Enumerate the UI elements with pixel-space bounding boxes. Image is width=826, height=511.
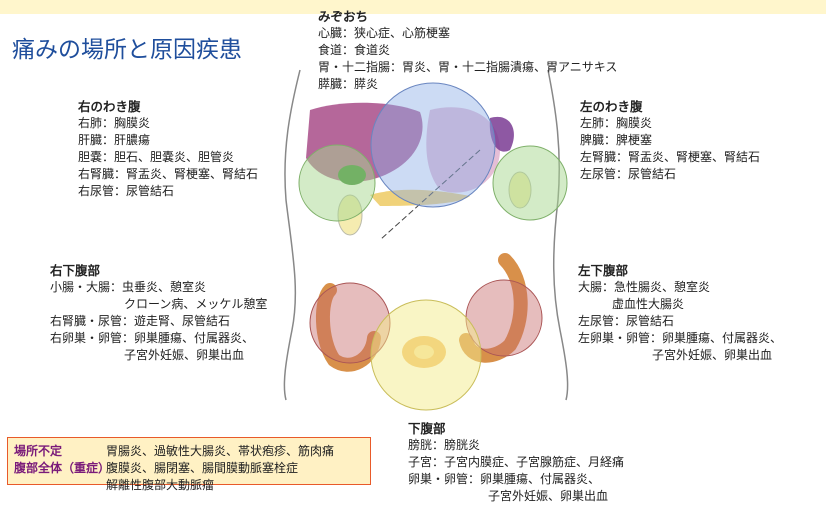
body-outline-left — [283, 69, 301, 401]
region-line: 膵臓：膵炎 — [318, 77, 379, 91]
note-row: 腹部全体（重症） 腹膜炎、腸閉塞、腸間膜動脈塞栓症 — [14, 460, 364, 477]
region-line: 右腎臓・尿管：遊走腎、尿管結石 — [50, 314, 231, 328]
body-outline-right — [547, 69, 569, 401]
region-line: 子宮外妊娠、卵巣出血 — [652, 348, 773, 362]
region-line: 左肺：胸膜炎 — [580, 116, 653, 130]
region-line: 肝臓：肝膿瘍 — [78, 133, 151, 147]
region-heading: 下腹部 — [408, 421, 446, 436]
region-heading: 右のわき腹 — [78, 99, 141, 114]
region-line: 小腸・大腸：虫垂炎、憩室炎 — [50, 280, 207, 294]
region-line: 右腎臓：腎盂炎、腎梗塞、腎結石 — [78, 167, 259, 181]
region-line: 右尿管：尿管結石 — [78, 184, 175, 198]
region-line: 胃・十二指腸：胃炎、胃・十二指腸潰瘍、胃アニサキス — [318, 60, 618, 74]
region-line: 大腸：急性腸炎、憩室炎 — [578, 280, 711, 294]
region-line: 子宮：子宮内膜症、子宮腺筋症、月経痛 — [408, 455, 625, 469]
region-line: 左卵巣・卵管：卵巣腫瘍、付属器炎、 — [578, 331, 783, 345]
page-title: 痛みの場所と原因疾患 — [12, 37, 242, 63]
region-line: 右肺：胸膜炎 — [78, 116, 151, 130]
vessel-dashed-line — [379, 149, 481, 241]
region-line: 心臓：狭心症、心筋梗塞 — [318, 26, 451, 40]
stomach-shape — [426, 107, 500, 193]
nonspecific-pain-note: 場所不定 胃腸炎、過敏性大腸炎、帯状疱疹、筋肉痛 腹部全体（重症） 腹膜炎、腸閉… — [7, 437, 371, 492]
region-heading: みぞおち — [318, 9, 369, 24]
region-line: 胆嚢：胆石、胆嚢炎、胆管炎 — [78, 150, 235, 164]
region-right-lower-abdomen: 右下腹部 小腸・大腸：虫垂炎、憩室炎 クローン病、メッケル憩室 右腎臓・尿管：遊… — [50, 262, 267, 364]
spleen-shape — [489, 116, 514, 152]
region-heading: 右下腹部 — [50, 263, 101, 278]
note-row: 場所不定 胃腸炎、過敏性大腸炎、帯状疱疹、筋肉痛 — [14, 443, 364, 460]
zone-circle-right-upper — [298, 144, 376, 222]
region-left-lower-abdomen: 左下腹部 大腸：急性腸炎、憩室炎 虚血性大腸炎 左尿管：尿管結石 左卵巣・卵管：… — [578, 262, 782, 364]
region-line: 左尿管：尿管結石 — [578, 314, 675, 328]
top-banner — [0, 0, 826, 14]
note-label-whole-abdomen: 腹部全体（重症） — [14, 461, 111, 475]
note-text: 解離性腹部大動脈瘤 — [106, 478, 215, 492]
region-right-flank: 右のわき腹 右肺：胸膜炎 肝臓：肝膿瘍 胆嚢：胆石、胆嚢炎、胆管炎 右腎臓：腎盂… — [78, 98, 258, 200]
region-line: 膀胱：膀胱炎 — [408, 438, 481, 452]
region-line: 左腎臓：腎盂炎、腎梗塞、腎結石 — [580, 150, 761, 164]
region-lower-abdomen: 下腹部 膀胱：膀胱炎 子宮：子宮内膜症、子宮腺筋症、月経痛 卵巣・卵管：卵巣腫瘍… — [408, 420, 624, 505]
region-heading: 左下腹部 — [578, 263, 629, 278]
region-line: クローン病、メッケル憩室 — [124, 297, 268, 311]
zone-circle-mizoochi — [370, 82, 496, 208]
region-line: 虚血性大腸炎 — [612, 297, 685, 311]
zone-circle-lower — [370, 299, 482, 411]
region-line: 脾臓：脾梗塞 — [580, 133, 653, 147]
note-text: 腹膜炎、腸閉塞、腸間膜動脈塞栓症 — [106, 461, 299, 475]
region-line: 左尿管：尿管結石 — [580, 167, 677, 181]
note-text: 胃腸炎、過敏性大腸炎、帯状疱疹、筋肉痛 — [106, 444, 335, 458]
region-line: 食道：食道炎 — [318, 43, 391, 57]
region-line: 子宮外妊娠、卵巣出血 — [488, 489, 609, 503]
region-line: 右卵巣・卵管：卵巣腫瘍、付属器炎、 — [50, 331, 255, 345]
region-line: 子宮外妊娠、卵巣出血 — [124, 348, 245, 362]
region-heading: 左のわき腹 — [580, 99, 643, 114]
note-label-unspecified: 場所不定 — [14, 444, 63, 458]
region-line: 卵巣・卵管：卵巣腫瘍、付属器炎、 — [408, 472, 601, 486]
zone-circle-left-upper — [492, 145, 568, 221]
region-mizoochi: みぞおち 心臓：狭心症、心筋梗塞 食道：食道炎 胃・十二指腸：胃炎、胃・十二指腸… — [318, 8, 617, 93]
region-left-flank: 左のわき腹 左肺：胸膜炎 脾臓：脾梗塞 左腎臓：腎盂炎、腎梗塞、腎結石 左尿管：… — [580, 98, 760, 183]
